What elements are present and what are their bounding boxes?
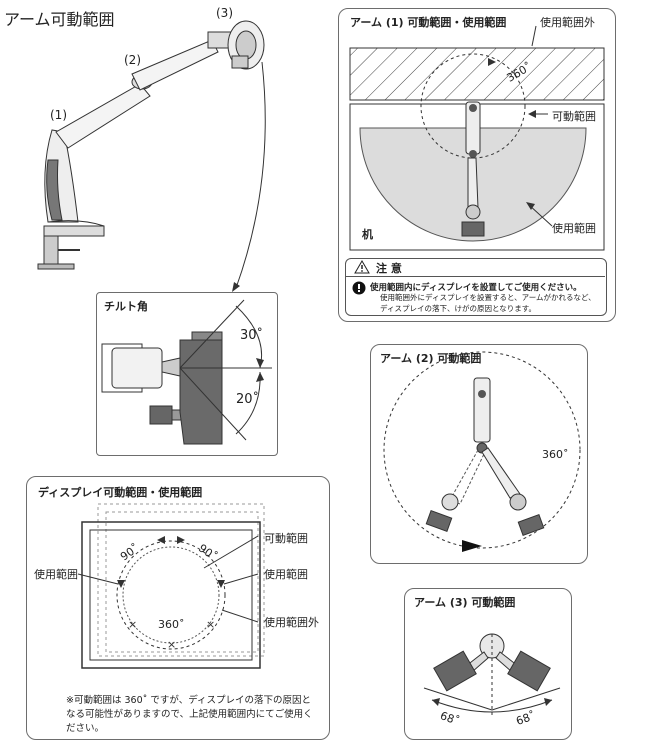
display-panel bbox=[26, 476, 330, 740]
caution-box bbox=[345, 258, 607, 316]
display-usage-left: 使用範囲 bbox=[34, 568, 78, 581]
display-outside-label: 使用範囲外 bbox=[264, 616, 319, 629]
main-title: アーム可動範囲 bbox=[4, 10, 115, 29]
monitor-arm-illustration bbox=[37, 20, 266, 292]
warning-triangle-icon bbox=[354, 260, 370, 274]
display-angle-center: 360˚ bbox=[158, 618, 185, 631]
svg-text:×: × bbox=[167, 638, 176, 651]
tilt-title: チルト角 bbox=[104, 300, 148, 313]
arm1-usage-label: 使用範囲 bbox=[552, 222, 596, 235]
display-diagram: × × × bbox=[77, 503, 265, 669]
caution-body: 使用範囲外にディスプレイを設置すると、アームがかれるなど、ディスプレイの落下、け… bbox=[380, 293, 596, 313]
arm1-diagram bbox=[349, 25, 605, 251]
arm2-angle: 360˚ bbox=[542, 448, 569, 461]
arm1-desk-label: 机 bbox=[362, 228, 373, 241]
caution-title-bar bbox=[345, 258, 605, 277]
arm-label-1: (1) bbox=[50, 108, 67, 122]
arm1-outside-label: 使用範囲外 bbox=[540, 16, 595, 29]
arm1-movable-label: 可動範囲 bbox=[552, 110, 596, 123]
caution-title: 注 意 bbox=[376, 262, 402, 275]
arm3-panel bbox=[404, 588, 572, 740]
display-title: ディスプレイ可動範囲・使用範囲 bbox=[38, 486, 203, 499]
arm-label-3: (3) bbox=[216, 6, 233, 20]
exclamation-circle-icon bbox=[352, 281, 366, 295]
arm-label-2: (2) bbox=[124, 53, 141, 67]
svg-text:×: × bbox=[206, 618, 215, 631]
caution-headline: 使用範囲内にディスプレイを設置してご使用ください。 bbox=[370, 283, 582, 293]
arm1-title: アーム (1) 可動範囲・使用範囲 bbox=[350, 16, 507, 29]
tilt-diagram bbox=[101, 299, 272, 445]
arm3-diagram bbox=[423, 633, 561, 716]
display-movable-label: 可動範囲 bbox=[264, 532, 308, 545]
tilt-angle-up: 30˚ bbox=[240, 328, 264, 343]
tilt-angle-down: 20˚ bbox=[236, 392, 260, 407]
svg-text:×: × bbox=[128, 618, 137, 631]
display-usage-right: 使用範囲 bbox=[264, 568, 308, 581]
display-footnote: ※可動範囲は 360˚ ですが、ディスプレイの落下の原因となる可能性がありますの… bbox=[66, 695, 313, 734]
arm3-title: アーム (3) 可動範囲 bbox=[414, 596, 516, 609]
arm2-diagram bbox=[383, 351, 581, 552]
